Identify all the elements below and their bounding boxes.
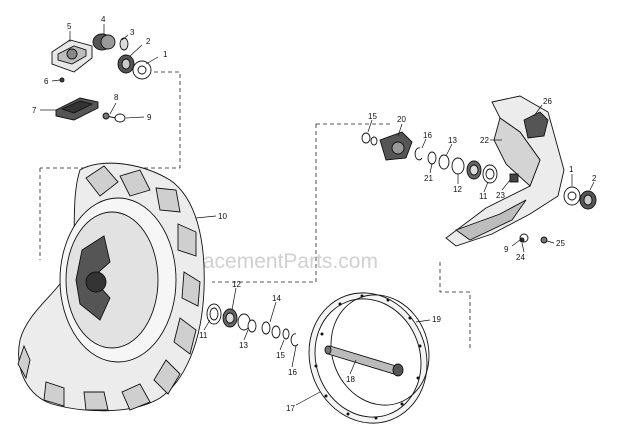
callout-1-upper-right: 1 — [569, 165, 574, 174]
callout-11-lower-left: 11 — [199, 331, 208, 340]
part-2-nut-right — [579, 190, 597, 210]
part-15-ring-left — [282, 328, 290, 340]
part-13-spacer-left — [247, 319, 257, 333]
callout-9-upper-right: 9 — [504, 245, 509, 254]
part-1-flat-washer-right — [563, 186, 581, 206]
part-11-seal-right — [482, 164, 498, 184]
callout-11-upper-right: 11 — [479, 192, 488, 201]
callout-6: 6 — [44, 77, 49, 86]
callout-10: 10 — [218, 212, 227, 221]
callout-labels: 1 2 3 4 5 6 7 8 9 10 11 12 13 14 15 16 1… — [32, 15, 597, 413]
part-2-nut — [117, 54, 135, 74]
part-12-bearing-right — [451, 157, 482, 180]
part-4-bearing — [92, 33, 116, 51]
part-16-snap-ring-right — [414, 147, 423, 161]
part-9-washer-left — [114, 113, 126, 123]
part-18-axle — [324, 345, 404, 377]
callout-26: 26 — [543, 97, 552, 106]
part-7-dust-cap — [55, 97, 99, 121]
part-1-flat-washer — [132, 60, 152, 80]
part-26-bracket — [523, 111, 549, 139]
callout-9-upper-left: 9 — [147, 113, 152, 122]
guide-line-hub — [439, 262, 471, 348]
part-15-ring-right — [361, 132, 378, 146]
callout-12-lower-left: 12 — [232, 280, 241, 289]
watermark-text: eReplacementParts.com — [148, 250, 378, 273]
part-25-nut-small — [540, 236, 548, 244]
callout-1-upper-left: 1 — [163, 50, 168, 59]
part-13-spacer-right — [438, 154, 450, 170]
callout-19: 19 — [432, 315, 441, 324]
callout-13-upper-right: 13 — [448, 136, 457, 145]
callout-5: 5 — [67, 22, 72, 31]
callout-2-upper-right: 2 — [592, 174, 597, 183]
callout-21: 21 — [424, 174, 433, 183]
callout-16-lower-left: 16 — [288, 368, 297, 377]
callout-23: 23 — [496, 191, 505, 200]
part-11-seal-left — [206, 303, 222, 325]
callout-25: 25 — [556, 239, 565, 248]
callout-8: 8 — [114, 93, 119, 102]
callout-18: 18 — [346, 375, 355, 384]
callout-20: 20 — [397, 115, 406, 124]
part-21-seal-right — [427, 151, 437, 165]
guide-line-right-vertical — [212, 124, 317, 283]
part-10-tire — [17, 162, 205, 412]
callout-4: 4 — [101, 15, 106, 24]
callout-16-upper-right: 16 — [423, 131, 432, 140]
leader-lines — [40, 24, 595, 406]
part-24-screw — [519, 237, 525, 243]
callout-14: 14 — [272, 294, 281, 303]
part-8-bolt — [102, 112, 117, 120]
callout-22: 22 — [480, 136, 489, 145]
part-20-hub-bearing — [379, 131, 413, 161]
guide-line-upper-left — [40, 71, 181, 169]
callout-3: 3 — [130, 28, 135, 37]
part-23-fitting — [509, 173, 519, 183]
part-14-retainer-left — [261, 321, 281, 339]
callout-15-upper-right: 15 — [368, 112, 377, 121]
part-5-bearing-housing — [51, 39, 93, 73]
part-16-snap-ring-left — [290, 333, 299, 347]
callout-24: 24 — [516, 253, 525, 262]
callout-7: 7 — [32, 106, 37, 115]
callout-17: 17 — [286, 404, 295, 413]
callout-2-upper-left: 2 — [146, 37, 151, 46]
callout-13-lower-left: 13 — [239, 341, 248, 350]
part-6-grease-fitting — [59, 77, 65, 83]
callout-12-upper-right: 12 — [453, 185, 462, 194]
part-3-washer — [119, 37, 129, 51]
callout-15-lower-left: 15 — [276, 351, 285, 360]
part-12-bearing-left — [222, 308, 251, 331]
